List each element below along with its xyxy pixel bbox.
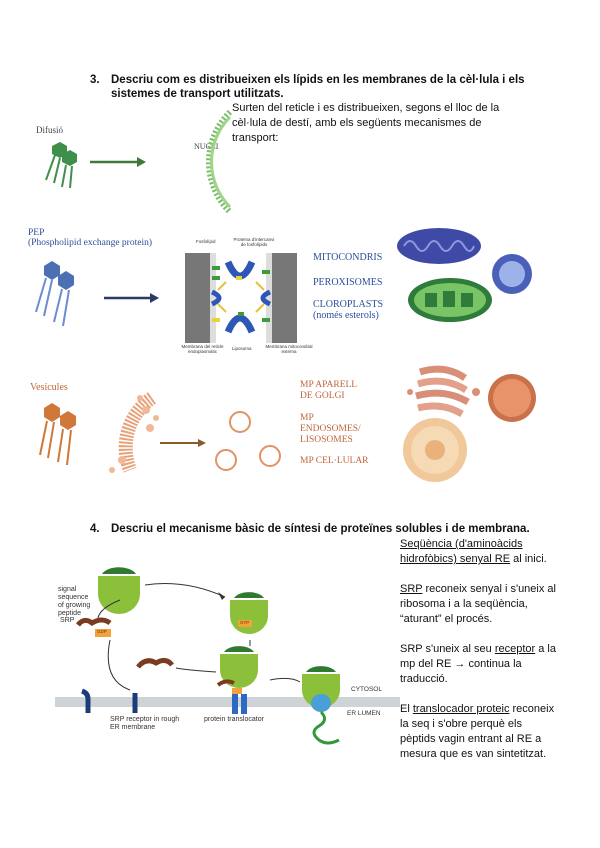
srp-receptor-line2: ER membrane bbox=[110, 724, 156, 731]
vesicle-arrow-icon bbox=[160, 439, 206, 447]
q4-p3-line2: mp del RE → continua la bbox=[400, 658, 522, 670]
q3-answer-line2: cèl·lula de destí, amb els següents meca… bbox=[232, 117, 482, 129]
pep-diagram-label-er: Membrana del reticle endoplasmàtic bbox=[181, 344, 224, 354]
q4-p1-line2: hidrofòbics) senyal RE bbox=[400, 553, 511, 565]
srp-signal-line4: peptide bbox=[58, 610, 81, 617]
srp-signal-line3: of growing bbox=[58, 602, 91, 609]
target-chloroplasts-note: (només esterols) bbox=[313, 310, 379, 321]
pep-diagram-label-mito: Membrana mitocondrial externa bbox=[265, 344, 313, 354]
target-lysosomes: LISOSOMES bbox=[300, 435, 353, 445]
q4-p1: Seqüència (d'aminoàcids hidrofòbics) sen… bbox=[400, 537, 570, 567]
er-lumen-label: ER LUMEN bbox=[347, 710, 381, 717]
budding-membrane-icon bbox=[109, 392, 159, 473]
q4-p4-translocator: translocador proteic bbox=[412, 703, 510, 715]
question-4-line: Descriu el mecanisme bàsic de síntesi de… bbox=[111, 523, 530, 535]
transport-vesicles-icon bbox=[215, 411, 281, 471]
vesicle-lipids-icon bbox=[39, 403, 76, 466]
srp-receptor-line1: SRP receptor in rough bbox=[110, 716, 180, 723]
pep-full-name: (Phospholipid exchange protein) bbox=[28, 238, 153, 248]
nucleus-membrane-icon bbox=[205, 109, 233, 215]
q4-p3-line3: traducció. bbox=[400, 673, 448, 685]
target-cell-membrane: MP CEL·LULAR bbox=[300, 456, 369, 466]
target-golgi-line1: MP APARELL bbox=[300, 380, 358, 390]
q3-answer-line3: transport: bbox=[232, 132, 279, 144]
q4-p3: SRP s'uneix al seu receptor a la mp del … bbox=[400, 642, 570, 687]
q4-p2-line2: ribosoma i a la seqüència, bbox=[400, 598, 528, 610]
question-3-number: 3. bbox=[90, 74, 100, 86]
q4-p3-b: a la bbox=[535, 643, 556, 655]
mitochondrion-icon bbox=[397, 228, 481, 264]
pep-label: PEP bbox=[28, 228, 45, 238]
cell-icon bbox=[403, 418, 467, 482]
gtp-label: GTP bbox=[240, 620, 250, 625]
target-endosomes-line2: ENDOSOMES/ bbox=[300, 424, 361, 434]
question-3-line1: Descriu com es distribueixen els lípids … bbox=[111, 74, 525, 86]
target-peroxisomes: PEROXISOMES bbox=[313, 277, 383, 288]
q4-p2-line3: “aturant” el procés. bbox=[400, 613, 493, 625]
target-golgi-line2: DE GOLGI bbox=[300, 391, 345, 401]
q4-p4-line2: la seq i s'obre perquè els bbox=[400, 718, 522, 730]
q4-p1-line1: Seqüència (d'aminoàcids bbox=[400, 538, 523, 550]
diffusion-lipids-icon bbox=[45, 142, 77, 189]
peroxisome-icon bbox=[492, 254, 532, 294]
gdp-label: GDP bbox=[97, 629, 107, 634]
lysosome-icon bbox=[488, 374, 536, 422]
target-chloroplasts: CLOROPLASTS bbox=[313, 299, 384, 310]
target-mitochondria: MITOCONDRIS bbox=[313, 252, 383, 263]
srp-diagram bbox=[55, 567, 400, 745]
chloroplast-icon bbox=[408, 278, 492, 322]
diffusion-label: Difusió bbox=[36, 125, 63, 135]
q4-p3-receptor: receptor bbox=[494, 643, 536, 655]
q4-p2-rest: reconeix senyal i s'uneix al bbox=[422, 583, 556, 595]
pep-arrow-icon bbox=[104, 293, 159, 303]
golgi-icon bbox=[407, 365, 480, 418]
question-4-number: 4. bbox=[90, 523, 100, 535]
q4-answer: Seqüència (d'aminoàcids hidrofòbics) sen… bbox=[400, 537, 570, 762]
q4-p1-rest: al inici. bbox=[510, 553, 547, 565]
diffusion-arrow-icon bbox=[90, 157, 146, 167]
q4-p4-line3: pèptids vagin entrant al RE a bbox=[400, 733, 542, 745]
pep-mechanism-diagram bbox=[185, 253, 297, 343]
cytosol-label: CYTOSOL bbox=[351, 686, 382, 693]
srp-receptor-label: SRP receptor in rough ER membrane bbox=[110, 716, 179, 732]
pep-diagram-label-liposome: Liposoma bbox=[232, 346, 252, 351]
target-endosomes-line1: MP bbox=[300, 413, 314, 423]
srp-signal-line2: sequence bbox=[58, 594, 89, 601]
pep-diagram-label-protein: Proteïna d'intercanvi de fosfolípids bbox=[233, 237, 275, 247]
q4-p2-srp: SRP bbox=[400, 583, 423, 595]
q4-p3-a: SRP s'uneix al seu bbox=[400, 643, 495, 655]
q4-p4-line4: mesura que es van sintetitzat. bbox=[400, 748, 547, 760]
q4-p2: SRP reconeix senyal i s'uneix al ribosom… bbox=[400, 582, 570, 627]
q3-answer: Surten del reticle i es distribueixen, s… bbox=[232, 101, 532, 146]
q4-p4-b: reconeix bbox=[509, 703, 555, 715]
protein-translocator-label: protein translocator bbox=[204, 716, 264, 723]
srp-label: SRP bbox=[60, 617, 75, 624]
q4-p4: El translocador proteic reconeix la seq … bbox=[400, 702, 570, 762]
q4-p4-a: El bbox=[400, 703, 413, 715]
q3-answer-line1: Surten del reticle i es distribueixen, s… bbox=[232, 102, 500, 114]
srp-signal-label: signal sequence of growing peptide bbox=[58, 586, 90, 618]
pep-diagram-label-phospholipid: Fosfolípid bbox=[196, 239, 216, 244]
question-3-line2: sistemes de transport utilitzats. bbox=[111, 88, 284, 100]
pep-lipids-icon bbox=[35, 261, 74, 327]
vesicles-label: Vesícules bbox=[30, 382, 68, 393]
srp-signal-line1: signal bbox=[58, 586, 77, 593]
nucleus-label: NUCLI bbox=[194, 142, 219, 151]
